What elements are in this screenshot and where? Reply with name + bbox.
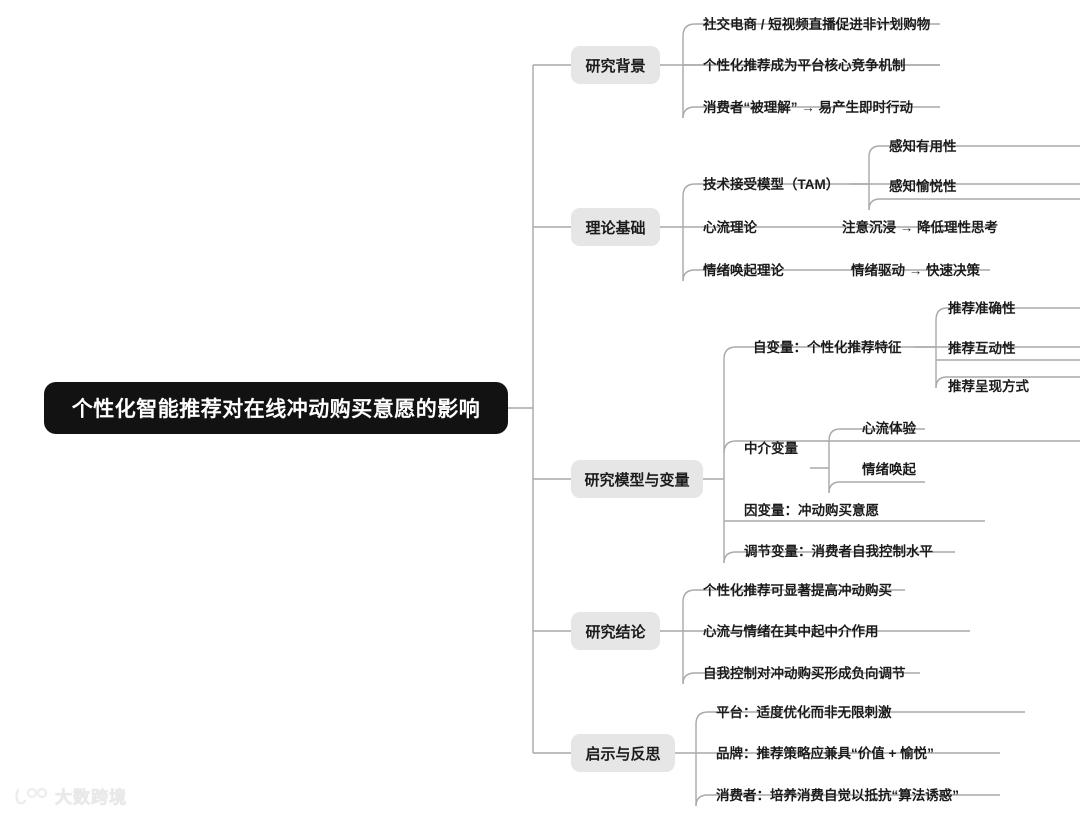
leaf-label: 平台：适度优化而非无限刺激 (716, 705, 892, 720)
branch-label: 研究背景 (585, 57, 646, 75)
leaf-node-b2-c1[interactable]: 技术接受模型（TAM） (703, 170, 839, 196)
watermark: 大数跨境 (14, 783, 127, 808)
leaf-node-b3-c1-g3[interactable]: 推荐呈现方式 (948, 372, 1029, 398)
leaf-node-b2-c2[interactable]: 心流理论 (703, 213, 757, 239)
leaf-label: 情绪唤起 (862, 462, 916, 477)
branch-label: 研究结论 (585, 623, 646, 641)
leaf-label: 品牌：推荐策略应兼具“价值 + 愉悦” (716, 746, 934, 761)
leaf-node-b3-c1[interactable]: 自变量：个性化推荐特征 (753, 333, 902, 359)
leaf-label: 调节变量：消费者自我控制水平 (744, 544, 933, 559)
leaf-label: 个性化推荐可显著提高冲动购买 (703, 583, 892, 598)
leaf-node-b3-c3[interactable]: 因变量：冲动购买意愿 (744, 496, 879, 522)
dashu-logo-icon (15, 787, 48, 804)
root-node-label: 个性化智能推荐对在线冲动购买意愿的影响 (71, 398, 481, 421)
leaf-node-b2-c3[interactable]: 情绪唤起理论 (703, 256, 784, 282)
leaf-node-b3-c1-g1[interactable]: 推荐准确性 (948, 294, 1016, 320)
leaf-node-b2-c1-g1[interactable]: 感知有用性 (889, 132, 957, 158)
leaf-label: 因变量：冲动购买意愿 (744, 503, 879, 518)
leaf-node-b3-c1-g2[interactable]: 推荐互动性 (948, 334, 1016, 360)
leaf-label: 感知有用性 (889, 139, 957, 154)
b2-c1-leaf2-curve (868, 198, 1080, 211)
leaf-label: 自我控制对冲动购买形成负向调节 (703, 666, 906, 681)
leaf-node-b5-c1[interactable]: 平台：适度优化而非无限刺激 (716, 698, 892, 724)
branch-node-research-model[interactable]: 研究模型与变量 (571, 460, 703, 498)
leaf-node-b3-c2[interactable]: 中介变量 (744, 434, 798, 460)
root-node[interactable]: 个性化智能推荐对在线冲动购买意愿的影响 (44, 382, 508, 434)
leaf-label: 情绪驱动 → 快速决策 (851, 263, 981, 278)
watermark-text: 大数跨境 (55, 788, 127, 808)
branch-label: 启示与反思 (585, 745, 661, 763)
leaf-label: 心流理论 (703, 220, 757, 235)
leaf-node-b4-c1[interactable]: 个性化推荐可显著提高冲动购买 (703, 576, 892, 602)
leaf-label: 消费者：培养消费自觉以抵抗“算法诱惑” (716, 788, 959, 803)
leaf-label: 情绪唤起理论 (703, 263, 784, 278)
leaf-label: 感知愉悦性 (889, 179, 957, 194)
branch-node-research-background[interactable]: 研究背景 (571, 46, 660, 84)
leaf-label: 心流与情绪在其中起中介作用 (703, 624, 879, 639)
leaf-label: 心流体验 (862, 421, 916, 436)
leaf-node-b3-c2-g2[interactable]: 情绪唤起 (862, 455, 916, 481)
branch-node-research-conclusion[interactable]: 研究结论 (571, 612, 660, 650)
leaf-label: 消费者“被理解” → 易产生即时行动 (703, 100, 914, 115)
leaf-label: 技术接受模型（TAM） (703, 177, 840, 192)
branch-node-implications[interactable]: 启示与反思 (571, 734, 675, 772)
branch-label: 研究模型与变量 (584, 471, 690, 489)
leaf-node-b5-c2[interactable]: 品牌：推荐策略应兼具“价值 + 愉悦” (716, 739, 934, 765)
leaf-node-b1-c1[interactable]: 社交电商 / 短视频直播促进非计划购物 (703, 10, 930, 36)
leaf-label: 推荐互动性 (948, 341, 1016, 356)
b3-c2-leaf2-curve (828, 481, 925, 494)
leaf-node-b4-c2[interactable]: 心流与情绪在其中起中介作用 (703, 617, 879, 643)
branch-label: 理论基础 (585, 219, 646, 237)
leaf-node-b3-c2-g1[interactable]: 心流体验 (862, 414, 916, 440)
leaf-node-b2-c1-g2[interactable]: 感知愉悦性 (889, 172, 957, 198)
leaf-node-b2-c3-g1[interactable]: 情绪驱动 → 快速决策 (851, 256, 980, 282)
branch-node-theoretical-basis[interactable]: 理论基础 (571, 208, 660, 246)
leaf-node-b1-c2[interactable]: 个性化推荐成为平台核心竞争机制 (703, 51, 906, 77)
leaf-node-b3-c4[interactable]: 调节变量：消费者自我控制水平 (744, 537, 933, 563)
leaf-label: 推荐准确性 (948, 301, 1016, 316)
leaf-label: 社交电商 / 短视频直播促进非计划购物 (703, 17, 931, 32)
leaf-label: 中介变量 (744, 441, 798, 456)
leaf-label: 个性化推荐成为平台核心竞争机制 (703, 58, 906, 73)
leaf-node-b1-c3[interactable]: 消费者“被理解” → 易产生即时行动 (703, 93, 913, 119)
leaf-label: 注意沉浸 → 降低理性思考 (842, 220, 999, 235)
leaf-node-b5-c3[interactable]: 消费者：培养消费自觉以抵抗“算法诱惑” (716, 781, 959, 807)
leaf-node-b4-c3[interactable]: 自我控制对冲动购买形成负向调节 (703, 659, 906, 685)
leaf-label: 推荐呈现方式 (948, 379, 1029, 394)
leaf-label: 自变量：个性化推荐特征 (753, 340, 902, 355)
leaf-node-b2-c2-g1[interactable]: 注意沉浸 → 降低理性思考 (842, 213, 998, 239)
